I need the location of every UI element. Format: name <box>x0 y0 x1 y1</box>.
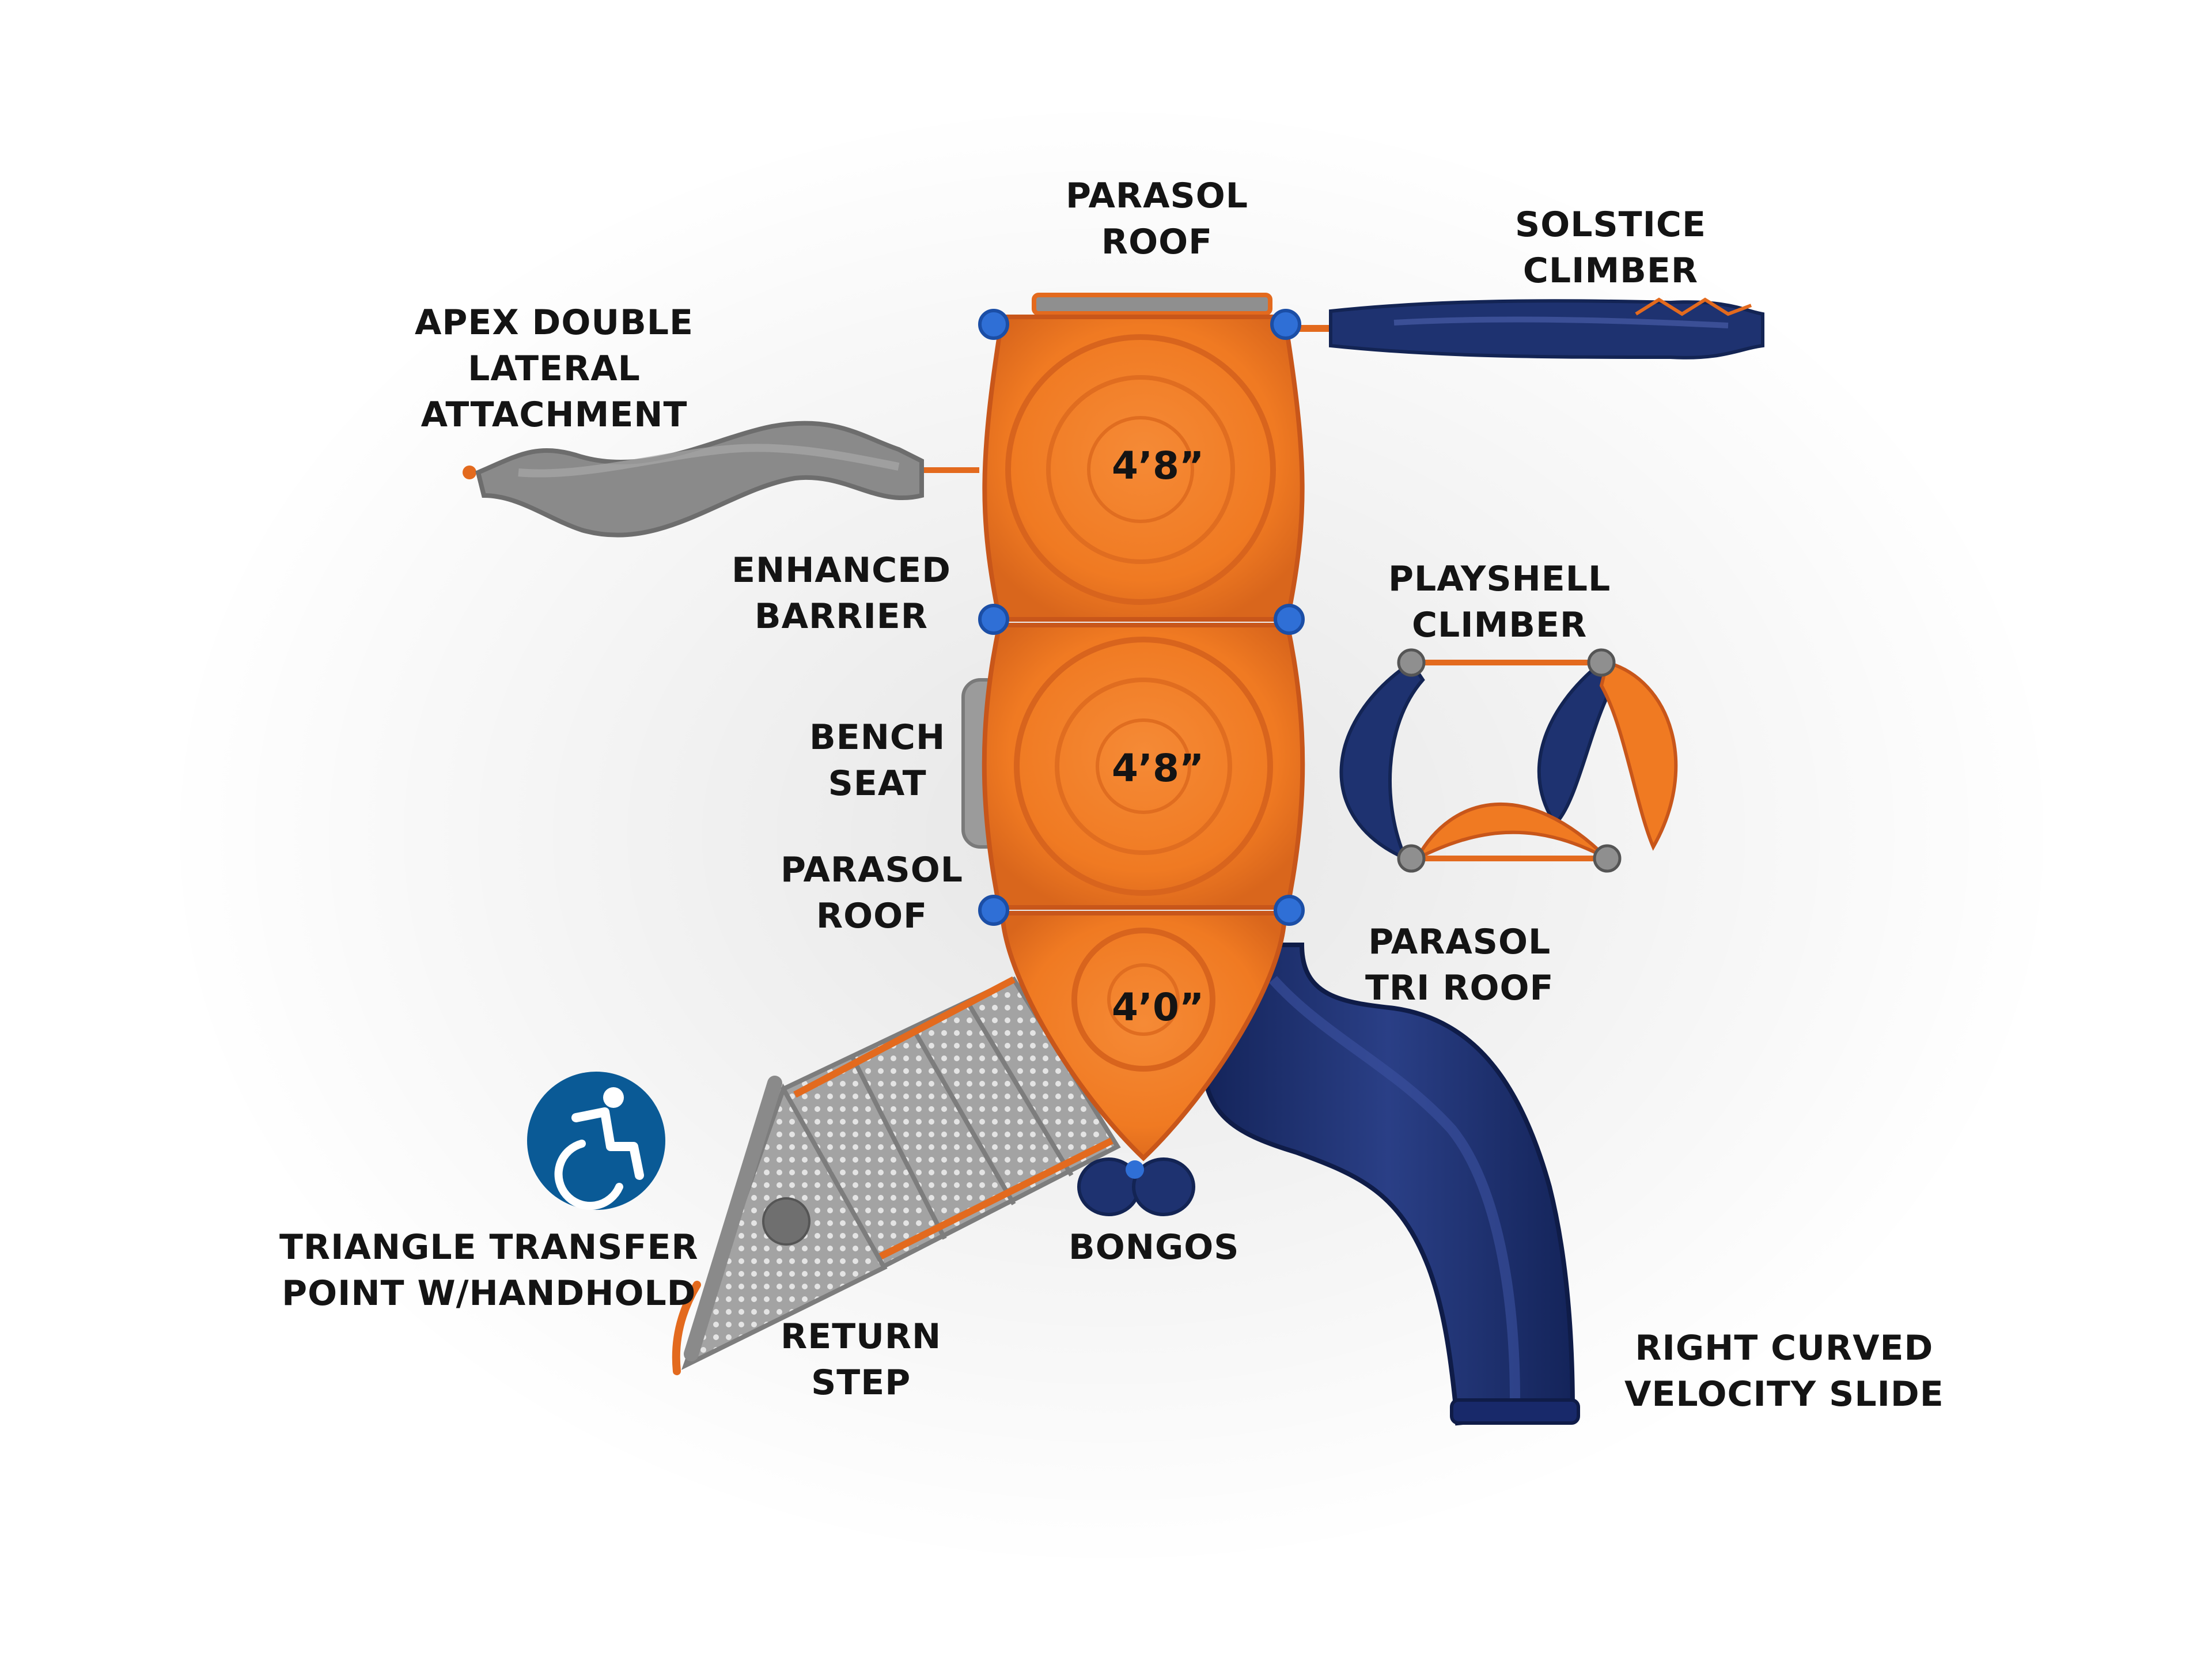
deck-middle <box>982 623 1305 910</box>
transfer-ramp <box>780 976 1121 1271</box>
triangle-transfer-point <box>681 1076 888 1370</box>
right-curved-velocity-slide <box>1201 943 1580 1426</box>
deck-height-bottom: 4’0” <box>1112 985 1205 1030</box>
return-step-handhold <box>672 1281 701 1375</box>
bongos <box>1077 1157 1195 1216</box>
solstice-climber <box>1290 297 1764 360</box>
deck-height-middle: 4’8” <box>1112 746 1205 790</box>
accessible-wheelchair-icon <box>527 1072 665 1210</box>
deck-height-top: 4’8” <box>1112 444 1205 488</box>
label-bongos: BONGOS <box>1069 1227 1240 1267</box>
deck-bottom <box>999 911 1287 1161</box>
playshell-climber <box>1339 648 1678 873</box>
parasol-roof-top <box>1032 293 1272 316</box>
apex-double-lateral-attachment <box>463 421 979 538</box>
post-caps <box>978 309 1305 926</box>
